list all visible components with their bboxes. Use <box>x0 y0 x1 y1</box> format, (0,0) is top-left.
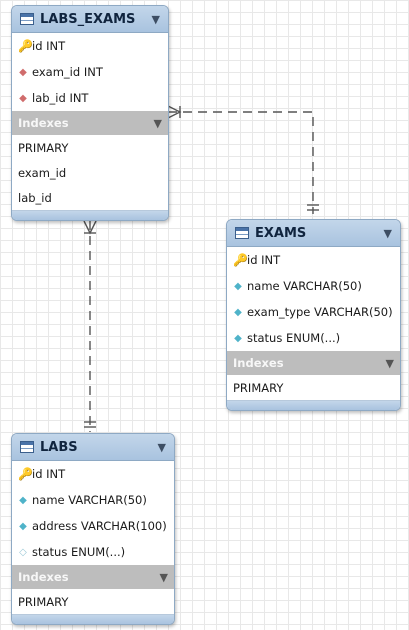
index-row[interactable]: lab_id <box>18 190 52 205</box>
table-labs[interactable]: LABS ▼ 🔑 id INT ◆ name VARCHAR(50) ◆ add… <box>11 433 175 625</box>
table-title: LABS_EXAMS <box>40 11 136 27</box>
nullable-column-icon: ◇ <box>19 546 27 558</box>
column-label: status ENUM(...) <box>32 545 126 559</box>
index-row[interactable]: PRIMARY <box>233 380 284 395</box>
column-row[interactable]: ◆ exam_id INT <box>12 59 168 85</box>
table-icon <box>235 227 249 239</box>
indexes-header[interactable]: Indexes ▼ <box>12 565 174 589</box>
indexes-header[interactable]: Indexes ▼ <box>227 351 400 375</box>
table-exams[interactable]: EXAMS ▼ 🔑 id INT ◆ name VARCHAR(50) ◆ ex… <box>226 219 401 411</box>
column-row[interactable]: ◆ address VARCHAR(100) <box>12 513 174 539</box>
rel-labs-exams-to-exams[interactable] <box>167 105 319 214</box>
collapse-chevron-icon[interactable]: ▼ <box>153 116 162 130</box>
table-header[interactable]: EXAMS ▼ <box>227 220 400 247</box>
primary-key-icon: 🔑 <box>18 467 33 481</box>
table-footer <box>12 210 168 220</box>
not-null-column-icon: ◆ <box>234 280 242 292</box>
not-null-column-icon: ◆ <box>234 332 242 344</box>
column-row[interactable]: ◆ name VARCHAR(50) <box>227 273 400 299</box>
table-header[interactable]: LABS ▼ <box>12 434 174 461</box>
table-footer <box>12 614 174 624</box>
column-row[interactable]: ◆ name VARCHAR(50) <box>12 487 174 513</box>
column-row[interactable]: 🔑 id INT <box>12 33 168 59</box>
indexes-label: Indexes <box>233 356 284 370</box>
indexes-label: Indexes <box>18 116 69 130</box>
column-label: id INT <box>32 39 66 53</box>
column-label: status ENUM(...) <box>247 331 341 345</box>
collapse-chevron-icon[interactable]: ▼ <box>385 356 394 370</box>
table-icon <box>20 441 34 453</box>
column-label: exam_type VARCHAR(50) <box>247 305 393 319</box>
collapse-chevron-icon[interactable]: ▼ <box>159 570 168 584</box>
column-label: id INT <box>247 253 281 267</box>
indexes-header[interactable]: Indexes ▼ <box>12 111 168 135</box>
column-label: name VARCHAR(50) <box>247 279 362 293</box>
column-row[interactable]: ◆ status ENUM(...) <box>227 325 400 351</box>
column-label: exam_id INT <box>32 65 103 79</box>
primary-key-icon: 🔑 <box>233 253 248 267</box>
rel-labs-exams-to-labs[interactable] <box>83 220 97 432</box>
table-title: EXAMS <box>255 225 307 241</box>
index-row[interactable]: PRIMARY <box>18 140 69 155</box>
primary-key-icon: 🔑 <box>18 39 33 53</box>
foreign-key-icon: ◆ <box>19 66 27 78</box>
not-null-column-icon: ◆ <box>234 306 242 318</box>
column-row[interactable]: ◆ lab_id INT <box>12 85 168 111</box>
column-row[interactable]: 🔑 id INT <box>227 247 400 273</box>
column-label: address VARCHAR(100) <box>32 519 167 533</box>
foreign-key-icon: ◆ <box>19 92 27 104</box>
table-icon <box>20 13 34 25</box>
table-header[interactable]: LABS_EXAMS ▼ <box>12 6 168 33</box>
table-labs-exams[interactable]: LABS_EXAMS ▼ 🔑 id INT ◆ exam_id INT ◆ la… <box>11 5 169 221</box>
rel-line-exams <box>168 111 314 214</box>
collapse-chevron-icon[interactable]: ▼ <box>157 440 166 454</box>
table-title: LABS <box>40 439 78 455</box>
column-row[interactable]: ◇ status ENUM(...) <box>12 539 174 565</box>
index-row[interactable]: PRIMARY <box>18 594 69 609</box>
index-row[interactable]: exam_id <box>18 165 67 180</box>
column-label: lab_id INT <box>32 91 89 105</box>
indexes-label: Indexes <box>18 570 69 584</box>
not-null-column-icon: ◆ <box>19 494 27 506</box>
collapse-chevron-icon[interactable]: ▼ <box>383 226 392 240</box>
column-label: name VARCHAR(50) <box>32 493 147 507</box>
column-row[interactable]: ◆ exam_type VARCHAR(50) <box>227 299 400 325</box>
table-footer <box>227 400 400 410</box>
not-null-column-icon: ◆ <box>19 520 27 532</box>
column-label: id INT <box>32 467 66 481</box>
column-row[interactable]: 🔑 id INT <box>12 461 174 487</box>
collapse-chevron-icon[interactable]: ▼ <box>151 12 160 26</box>
